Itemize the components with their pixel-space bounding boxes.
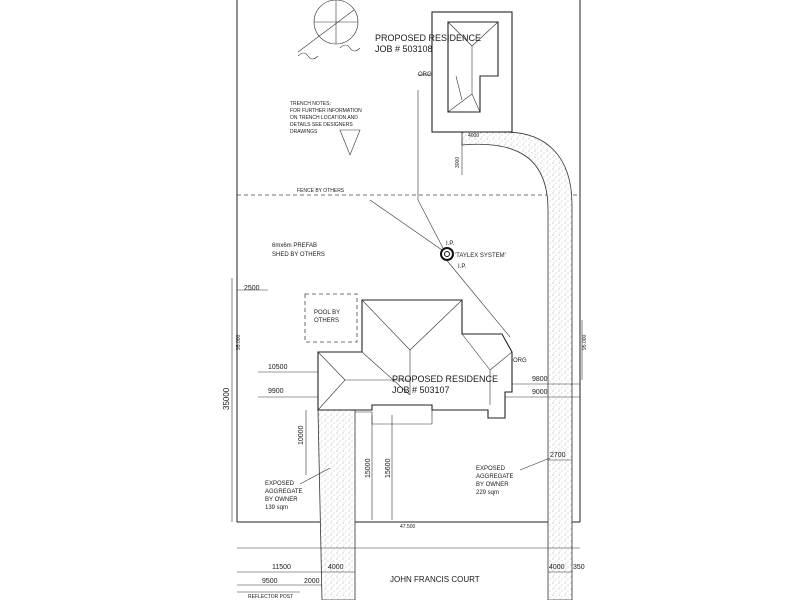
dim-2500: 2500 [244,285,260,292]
north-point-icon [297,0,361,60]
aggregate-right-4: 229 sqm [476,490,499,496]
dim-95000-right: 95.000 [582,334,588,350]
dim-47500: 47.500 [400,524,416,530]
aggregate-left-1: EXPOSED [265,481,295,487]
shed-label-1: 6mx6m PREFAB [272,243,317,249]
aggregate-left-3: BY OWNER [265,497,298,503]
residence-b-org: ORG [513,358,527,364]
aggregate-left-4: 139 sqm [265,505,288,511]
dim-4000-left: 4000 [328,564,344,571]
trench-notes-3: ON TRENCH LOCATION AND [290,115,358,121]
dim-4000-top: 4000 [468,133,479,139]
reflector-post: REFLECTOR POST [248,594,293,600]
trench-notes-5: DRAWINGS [290,129,318,135]
driveway-left [317,409,356,600]
trench-notes-arrow-icon [339,129,361,156]
shed-label-2: SHED BY OTHERS [272,252,325,258]
aggregate-right-2: AGGREGATE [476,474,514,480]
dim-95000-left: 95.000 [236,334,242,350]
dim-9900: 9900 [268,388,284,395]
dim-2700: 2700 [550,452,566,459]
dim-9800: 9800 [532,376,548,383]
dim-350: 350 [573,564,585,571]
pool-label-1: POOL BY [314,310,340,316]
dim-9500: 9500 [262,578,278,585]
taylex-label: 'TAYLEX SYSTEM' [455,253,506,259]
street-name: JOHN FRANCIS COURT [390,575,480,584]
ip-bottom-label: I.P. [458,264,467,270]
residence-b-outline [317,299,513,419]
dim-35000: 35000 [222,387,231,410]
trench-notes-2: FOR FURTHER INFORMATION [290,108,362,114]
aggregate-right-3: BY OWNER [476,482,509,488]
aggregate-right-1: EXPOSED [476,466,506,472]
dim-10500: 10500 [268,364,288,371]
trench-lines [369,74,511,338]
trench-notes-1: TRENCH NOTES: [290,101,331,107]
residence-a-outline [431,11,513,133]
dim-11500: 11500 [272,564,291,571]
taylex-system-icon [440,247,454,261]
residence-b-title: PROPOSED RESIDENCE [392,374,498,384]
driveway-right [461,131,573,600]
pool-outline [304,293,358,343]
dim-3000: 3000 [455,157,461,168]
residence-a-job: JOB # 503108 [375,44,433,54]
property-boundary [236,0,581,523]
residence-a-title: PROPOSED RESIDENCE [375,33,481,43]
dim-2000: 2000 [304,578,320,585]
dimension-lines [231,131,583,586]
ip-top-label: I.P. [446,241,455,247]
dim-15000: 15000 [365,458,372,478]
trench-notes-4: DETAILS SEE DESIGNERS [290,122,353,128]
residence-b-job: JOB # 503107 [392,385,450,395]
fence-label: FENCE BY OTHERS [297,188,345,194]
dim-9000: 9000 [532,389,548,396]
dim-15600: 15600 [385,458,392,478]
aggregate-left-2: AGGREGATE [265,489,303,495]
dim-4000-right: 4000 [549,564,565,571]
pool-label-2: OTHERS [314,318,339,324]
dim-10000: 10000 [298,425,305,445]
